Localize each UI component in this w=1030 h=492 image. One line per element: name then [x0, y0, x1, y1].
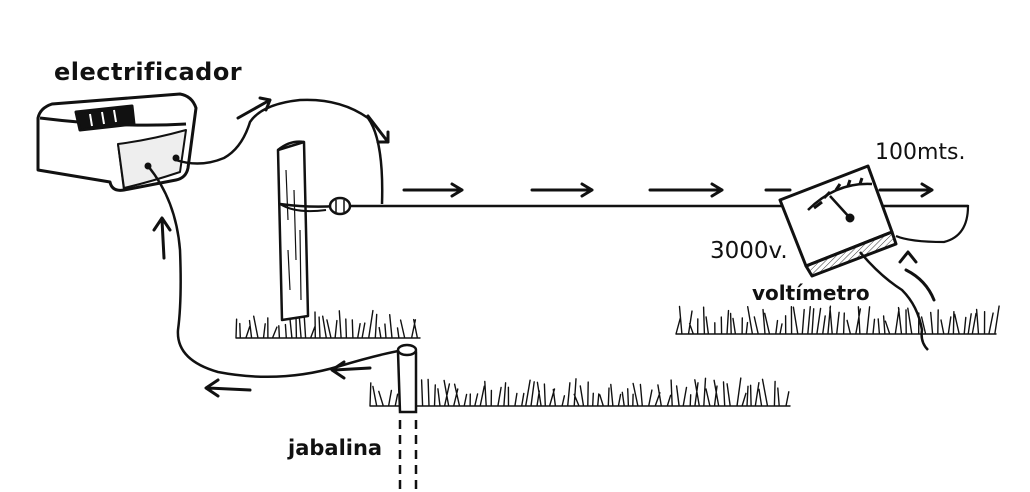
distance-label: 100mts.: [875, 140, 966, 165]
electrifier-box: [36, 92, 198, 192]
probe-arrow: [898, 250, 936, 302]
current-arrows: [402, 182, 934, 198]
insulator: [328, 196, 352, 216]
fence-post: [276, 140, 310, 322]
fence-wire-end: [890, 204, 970, 244]
voltage-label: 3000v.: [710, 238, 788, 264]
voltmeter-probe-lead: [859, 251, 929, 351]
electrifier-label: electrificador: [54, 58, 243, 86]
grass-right: [675, 305, 1000, 335]
voltmeter: [778, 164, 898, 278]
return-wire: [147, 165, 405, 379]
return-arrows: [152, 216, 372, 398]
feed-wire: [175, 98, 384, 205]
voltmeter-label: voltímetro: [752, 281, 870, 305]
grass-left: [235, 309, 421, 339]
ground-rod-label: jabalina: [288, 436, 383, 460]
feed-arrows: [236, 96, 390, 144]
ground-rod: [396, 343, 418, 490]
grass-middle: [369, 377, 791, 407]
